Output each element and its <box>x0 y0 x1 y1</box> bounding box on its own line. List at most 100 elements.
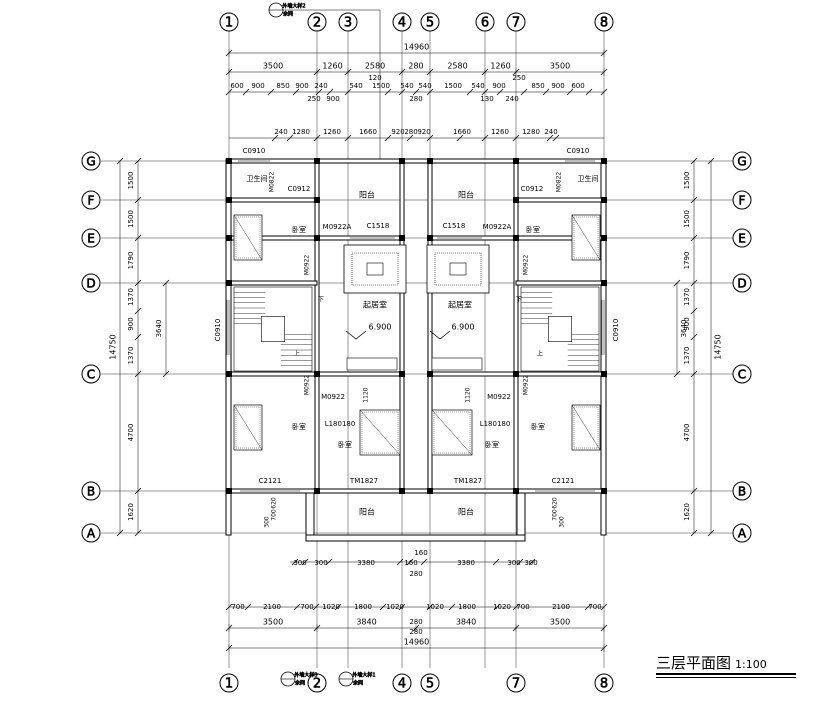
dim-tick <box>271 134 279 142</box>
bed-fold <box>359 409 401 456</box>
label-dim: 620 <box>271 497 278 509</box>
bed-cover <box>573 216 599 259</box>
dim-tick <box>291 558 299 566</box>
dim-tick <box>312 603 320 611</box>
label-window: C0912 <box>288 185 311 193</box>
dim-text: 900 <box>683 317 691 330</box>
dim-text: 3380 <box>357 559 375 567</box>
dim-tick <box>313 134 321 142</box>
wall <box>516 492 526 539</box>
label-lintel: L180180 <box>325 420 356 428</box>
axis-bubble <box>732 273 752 293</box>
dim-text: 280 <box>409 570 422 578</box>
axis-label-y: C <box>738 368 746 382</box>
column <box>226 371 232 377</box>
axis-bubble <box>732 228 752 248</box>
axis-label-x: 2 <box>313 677 321 692</box>
dim-text: 280 <box>404 128 417 136</box>
column <box>601 488 607 494</box>
axis-bubble <box>732 481 752 501</box>
label-dim: 1120 <box>465 387 472 402</box>
dim-text: 1020 <box>493 603 511 611</box>
axis-bubble <box>81 190 101 210</box>
dim-text: 850 <box>531 82 544 90</box>
wall <box>314 158 320 492</box>
dim-text: 280 <box>408 62 423 71</box>
dim-text: 14960 <box>404 638 429 647</box>
dim-text: 14750 <box>109 334 118 359</box>
dim-tick <box>585 88 593 96</box>
dim-text: 1500 <box>127 210 135 228</box>
axis-label-y: B <box>87 485 95 499</box>
label-window: C1518 <box>367 222 390 230</box>
section-mark-label: 外墙大样2 <box>282 3 305 10</box>
dim-text: 700 <box>300 603 313 611</box>
label-window: C0910 <box>567 147 590 155</box>
room-balcony: 阳台 <box>458 507 474 517</box>
column <box>427 371 433 377</box>
dim-tick <box>493 603 501 611</box>
wall <box>513 158 519 492</box>
dim-text: 3500 <box>263 62 283 71</box>
axis-bubble <box>420 12 440 32</box>
axis-label-x: 4 <box>398 16 406 31</box>
dim-text: 1790 <box>683 252 691 270</box>
label-door: M0922 <box>487 393 511 401</box>
dim-text: 540 <box>471 82 484 90</box>
dim-tick <box>516 558 524 566</box>
dim-text: 240 <box>274 128 287 136</box>
axis-bubble <box>81 364 101 384</box>
bed-fold <box>571 214 601 261</box>
axis-label-x: 1 <box>225 677 233 692</box>
column <box>601 371 607 377</box>
column <box>601 158 607 164</box>
axis-bubble <box>219 12 239 32</box>
dim-tick <box>134 333 142 341</box>
room-bedroom: 卧室 <box>292 225 306 234</box>
axis-label-y: D <box>86 277 95 291</box>
column <box>427 158 433 164</box>
dim-tick <box>496 88 504 96</box>
dim-tick <box>566 88 574 96</box>
dim-tick <box>134 279 142 287</box>
dim-text: 1370 <box>683 347 691 365</box>
dim-tick <box>384 134 392 142</box>
label-dim: 1120 <box>363 387 370 402</box>
dim-text: 1800 <box>458 603 476 611</box>
room-bath: 卫生间 <box>578 174 599 183</box>
axis-bubble <box>732 523 752 543</box>
dim-text: 14750 <box>714 334 723 359</box>
dim-tick <box>225 88 233 96</box>
axis-label-y: G <box>86 155 95 169</box>
dim-text: 1370 <box>127 288 135 306</box>
dim-text: 1260 <box>490 62 510 71</box>
axis-bubble <box>420 673 440 693</box>
dim-tick <box>512 134 520 142</box>
label-elevation: 6.900 <box>369 323 392 332</box>
dim-tick <box>690 279 698 287</box>
bed-cover <box>235 406 261 449</box>
walls <box>225 158 607 542</box>
dim-text: 250 <box>512 74 525 82</box>
wall <box>228 280 318 286</box>
axis-bubble <box>307 12 327 32</box>
dim-text: 280 <box>409 618 422 626</box>
dim-tick <box>244 603 252 611</box>
dim-text: 1020 <box>426 603 444 611</box>
label-door: TM1827 <box>349 477 378 485</box>
label-window: C0910 <box>243 147 266 155</box>
dim-text: 920 <box>391 128 404 136</box>
wall <box>305 492 315 539</box>
dim-text: 1500 <box>372 82 390 90</box>
dim-tick <box>134 196 142 204</box>
label-door: M0922 <box>523 375 530 396</box>
dim-tick <box>398 88 406 96</box>
dim-text: 920 <box>417 128 430 136</box>
label-window: C1518 <box>443 222 466 230</box>
wall <box>515 197 605 203</box>
axis-bubble <box>506 673 526 693</box>
section-mark-label: 外墙大样3 <box>294 672 317 679</box>
axis-bubble <box>732 190 752 210</box>
axis-label-x: 4 <box>398 677 406 692</box>
